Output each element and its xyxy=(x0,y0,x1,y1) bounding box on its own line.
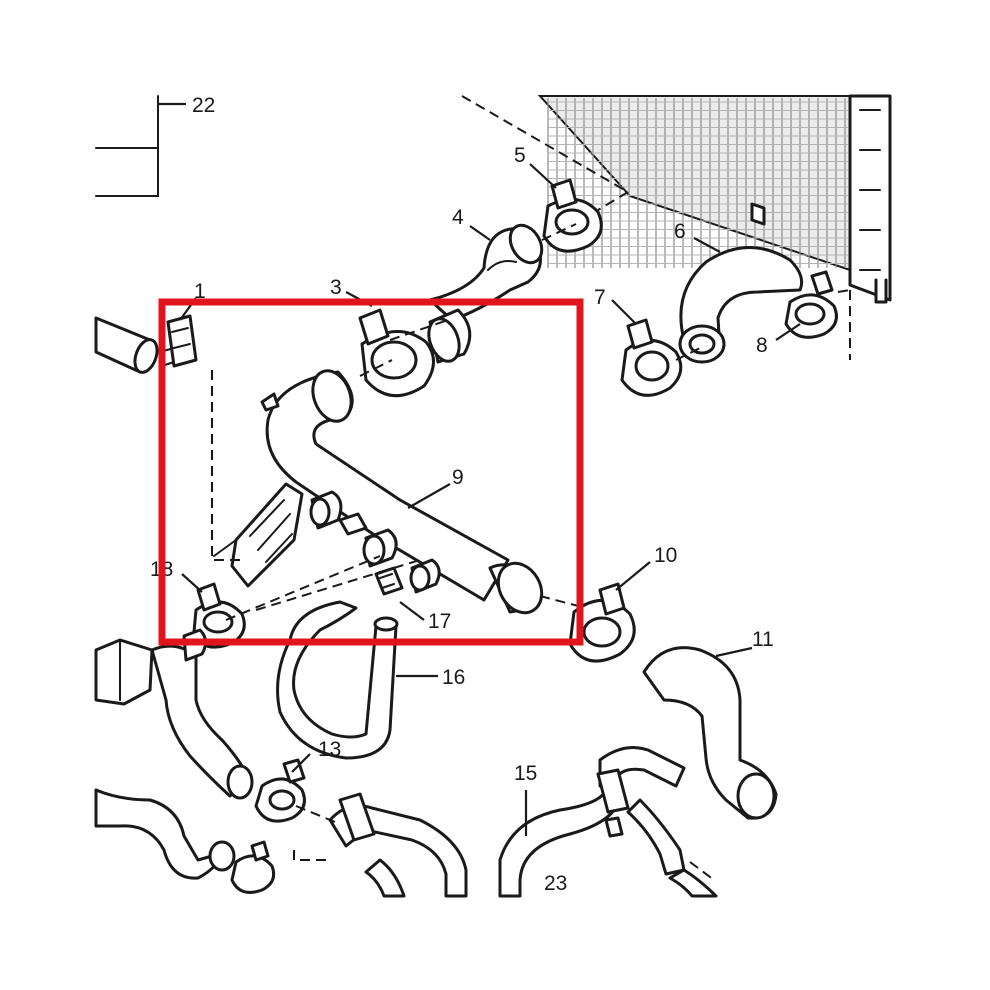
callout-6: 6 xyxy=(674,220,686,243)
part-10-clamp xyxy=(568,582,636,663)
callout-1: 1 xyxy=(194,280,206,303)
callout-labels: 22 1 3 4 5 6 7 8 9 10 11 13 15 16 17 18 … xyxy=(150,94,774,895)
callout-4: 4 xyxy=(452,206,464,229)
part-22-bracket xyxy=(95,95,186,197)
callout-23: 23 xyxy=(544,872,567,895)
callout-5: 5 xyxy=(514,144,526,167)
callout-22: 22 xyxy=(192,94,215,117)
callout-17: 17 xyxy=(428,610,451,633)
support-bracket xyxy=(213,482,304,588)
callout-10: 10 xyxy=(654,544,677,567)
part-18-clamp xyxy=(192,582,246,649)
part-13-clamp xyxy=(254,758,306,823)
part-11-hose xyxy=(642,646,778,820)
radiator-core xyxy=(537,94,892,304)
part-15-hose xyxy=(498,746,718,898)
callout-15: 15 xyxy=(514,762,537,785)
part-1-clamp xyxy=(94,314,198,374)
callout-8: 8 xyxy=(756,334,768,357)
callout-7: 7 xyxy=(594,286,606,309)
callout-16: 16 xyxy=(442,666,465,689)
callout-11: 11 xyxy=(752,628,774,651)
highlight-box xyxy=(158,298,584,646)
part-4-hose xyxy=(428,223,544,322)
lower-left-hoses xyxy=(94,628,254,880)
callout-3: 3 xyxy=(330,276,342,299)
lower-small-clamp xyxy=(230,840,276,894)
bottom-center-hoses xyxy=(328,792,468,898)
part-7-clamp xyxy=(620,318,683,397)
callout-13: 13 xyxy=(318,738,341,761)
callout-9: 9 xyxy=(452,466,464,489)
part-8-clamp xyxy=(784,270,838,339)
part-9-hose xyxy=(260,369,544,615)
spacer-nuts xyxy=(309,490,441,594)
part-3-clamp xyxy=(358,308,435,398)
